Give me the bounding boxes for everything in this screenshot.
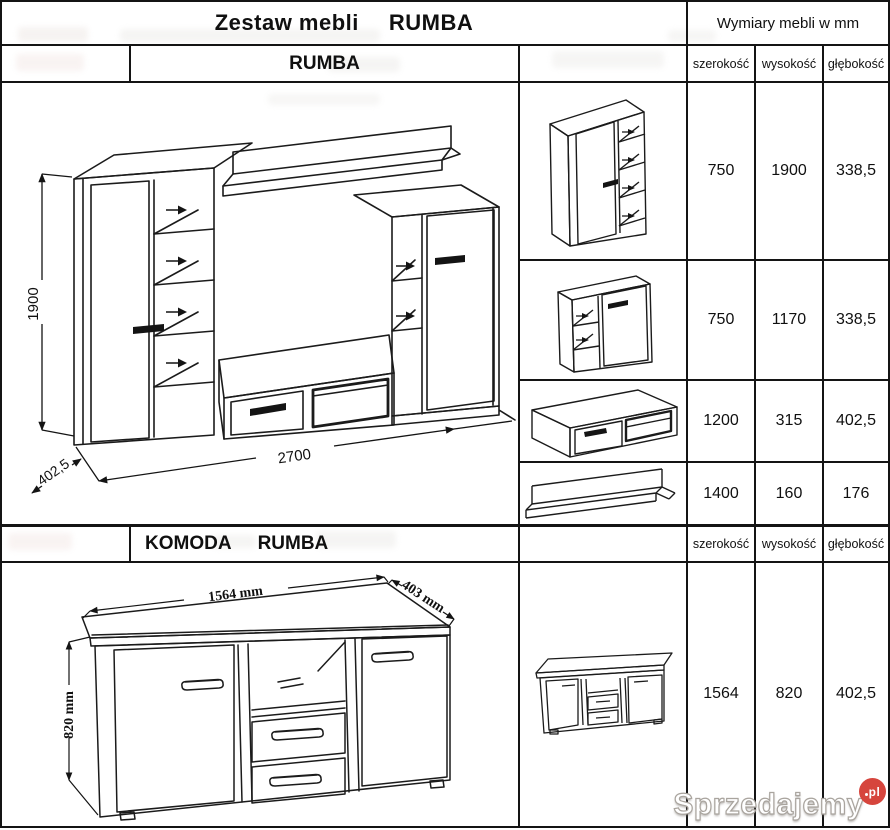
value-depth-row1: 338,5 [835,162,877,179]
page-title-prefix: Zestaw mebli [214,10,359,35]
grid-line [519,379,890,381]
column-header-depth: głębokość [827,56,885,71]
section-komoda-name: RUMBA [257,533,329,554]
grid-line [686,0,688,826]
value-depth-row4: 176 [842,484,870,502]
grid-line [519,259,890,261]
value-depth-row2: 338,5 [835,311,877,328]
komoda-drawing: 1564 mm 403 mm 820 mm [62,574,455,821]
smudge [120,29,380,42]
grid-line [129,46,131,81]
smudge [268,94,380,105]
section-rumba-title: RUMBA [289,52,360,74]
thumbnail-wall-shelf [525,468,676,519]
komoda-height-label: 820 mm [62,691,77,739]
smudge [8,533,72,550]
thumbnail-small-cabinet [557,275,653,373]
grid-line [754,46,756,826]
smudge [212,535,256,548]
value-depth-row3: 402,5 [835,412,877,429]
section-komoda-title: KOMODA RUMBA [131,527,518,561]
value-height-row1: 1900 [771,162,807,179]
thumbnail-tv-stand [531,389,678,458]
smudge [16,54,84,71]
grid-line [129,527,131,561]
watermark: Sprzedajemy pl [673,778,886,822]
grid-line [0,44,890,46]
page-title: Zestaw mebli RUMBA [2,2,686,44]
smudge [552,51,664,68]
dimensions-header: Wymiary mebli w mm [716,14,860,32]
watermark-text: Sprzedajemy [673,787,864,821]
wall-unit-depth-label: 402,5 [34,455,72,488]
column-header-height-2: wysokość [761,537,817,551]
thumbnail-komoda [535,652,673,735]
value-width-row2: 750 [707,311,735,328]
value-width-row4: 1400 [703,484,739,502]
value-height-row3: 315 [775,412,803,429]
smudge [316,531,396,548]
watermark-tld: pl [868,784,881,799]
page-title-name: RUMBA [388,10,474,35]
value-height-row4: 160 [775,484,803,502]
value-width-row1: 750 [707,162,735,179]
watermark-pl-badge: pl [859,778,886,805]
column-header-height: wysokość [761,56,817,71]
thumbnail-tall-cabinet [549,99,647,247]
komoda-width-label: 1564 mm [207,584,264,606]
grid-line [822,46,824,826]
wall-unit-drawing: 1900 2700 402,5 [25,125,516,494]
smudge [668,30,716,42]
section-komoda-prefix: KOMODA [145,533,232,554]
grid-line [0,81,890,83]
value-width-row3: 1200 [703,412,739,429]
grid-line [518,46,520,826]
value-height-komoda: 820 [775,684,803,702]
grid-line [519,461,890,463]
column-header-width-2: szerokość [692,537,750,551]
smudge [328,57,400,72]
value-height-row2: 1170 [771,311,807,328]
value-depth-komoda: 402,5 [835,684,877,702]
watermark-dot [864,793,868,796]
grid-line [0,561,890,563]
column-header-depth-2: głębokość [827,537,885,551]
smudge [18,27,88,42]
value-width-komoda: 1564 [703,684,739,702]
wall-unit-width-label: 2700 [277,446,312,467]
column-header-width: szerokość [692,56,750,71]
wall-unit-height-label: 1900 [25,287,42,320]
section-divider [0,524,890,527]
